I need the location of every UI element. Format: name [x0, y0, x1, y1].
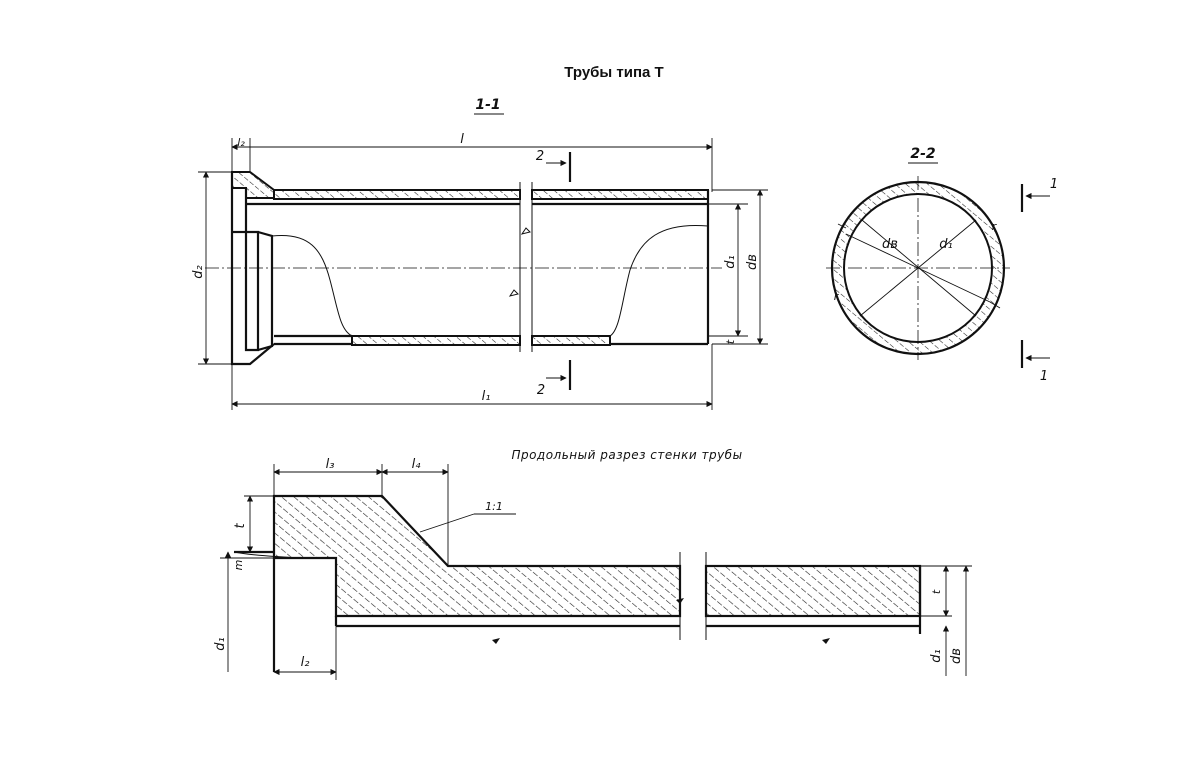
dim-d1-2-2: d₁ — [939, 237, 952, 252]
top-wall-right — [531, 189, 709, 200]
bottom-wall-left — [351, 335, 521, 346]
cut-2-top: 2 — [536, 149, 544, 164]
dim-l: l — [460, 132, 464, 147]
dim-d1-wall-right: d₁ — [929, 649, 944, 662]
dim-l2-wall: l₂ — [301, 655, 310, 670]
section-1-1: 1-1 l l₂ — [191, 97, 768, 410]
dim-t-wall-right: t — [930, 589, 943, 594]
wall-section: Продольный разрез стенки трубы l₃ l₄ 1:1 — [213, 448, 972, 680]
top-wall-left — [273, 189, 521, 200]
dim-l4: l₄ — [412, 457, 422, 472]
dim-m: m — [232, 560, 245, 571]
cut-2-bottom: 2 — [537, 383, 545, 398]
section-2-2: 2-2 dв d₁ r r 1 1 — [826, 146, 1058, 384]
wall-section-caption: Продольный разрез стенки трубы — [511, 448, 742, 462]
dim-dB-1-1: dв — [745, 254, 760, 270]
dim-dB-wall: dв — [949, 648, 964, 664]
dim-l3: l₃ — [326, 457, 335, 472]
dim-slope: 1:1 — [485, 500, 503, 513]
dim-d2: d₂ — [191, 265, 206, 278]
section-2-2-label: 2-2 — [910, 146, 935, 162]
section-1-1-label: 1-1 — [475, 97, 500, 113]
dim-d1-wall-left: d₁ — [213, 637, 228, 650]
dim-d1-1-1: d₁ — [723, 255, 738, 268]
socket-top — [231, 171, 275, 199]
dim-r-2-2-b: r — [834, 290, 840, 303]
dim-r-2-2-a: r — [992, 220, 998, 233]
wall-profile-right — [704, 564, 922, 618]
dim-dB-2-2: dв — [882, 237, 898, 252]
cut-1-top: 1 — [1050, 177, 1058, 192]
dim-t-1-1: t — [724, 339, 737, 344]
drawing-title: Трубы типа Т — [564, 64, 663, 81]
dim-l1: l₁ — [482, 389, 491, 404]
bottom-wall-right — [531, 335, 611, 346]
dim-t-wall-left: t — [233, 523, 248, 529]
dim-l2-top: l₂ — [237, 136, 245, 149]
cut-1-bottom: 1 — [1040, 369, 1048, 384]
